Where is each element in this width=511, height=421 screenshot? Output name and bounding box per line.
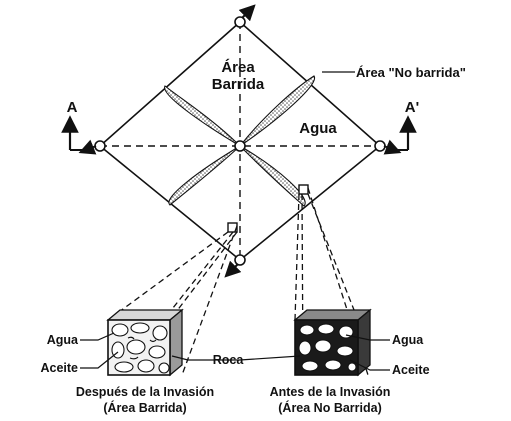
swept-area-label-line1: Área <box>221 59 255 76</box>
right-caption-line2: (Área No Barrida) <box>278 400 382 415</box>
unswept-lens-lower-left <box>168 145 241 206</box>
well-bottom <box>234 254 246 266</box>
unswept-lens-lower-right <box>239 145 306 207</box>
right-water-label: Agua <box>392 333 424 347</box>
rock-block-after-flood <box>106 308 184 377</box>
unswept-area-label: Área "No barrida" <box>356 65 466 80</box>
rock-block-before-flood <box>293 308 372 377</box>
unswept-lens-upper-right <box>239 75 316 147</box>
left-caption-line1: Después de la Invasión <box>76 385 214 399</box>
left-caption-line2: (Área Barrida) <box>103 400 186 415</box>
well-top <box>234 16 246 28</box>
arrow-bottom-well <box>224 260 242 278</box>
sample-marker-unswept <box>298 184 309 195</box>
rock-label: Roca <box>213 353 245 367</box>
water-pattern-label: Agua <box>299 120 337 137</box>
arrow-left-well <box>78 139 97 155</box>
arrow-top-well <box>238 4 256 22</box>
well-center <box>234 140 246 152</box>
well-right <box>374 140 386 152</box>
block-leaders <box>80 332 390 371</box>
right-oil-label: Aceite <box>392 363 430 377</box>
well-left <box>94 140 106 152</box>
left-water-label: Agua <box>47 333 79 347</box>
section-a-prime-label: A' <box>405 99 419 116</box>
unswept-lens-upper-left <box>164 85 241 147</box>
right-caption-line1: Antes de la Invasión <box>270 385 391 399</box>
left-oil-label: Aceite <box>40 361 78 375</box>
section-a-label: A <box>67 99 78 116</box>
swept-area-label-line2: Barrida <box>212 76 265 93</box>
